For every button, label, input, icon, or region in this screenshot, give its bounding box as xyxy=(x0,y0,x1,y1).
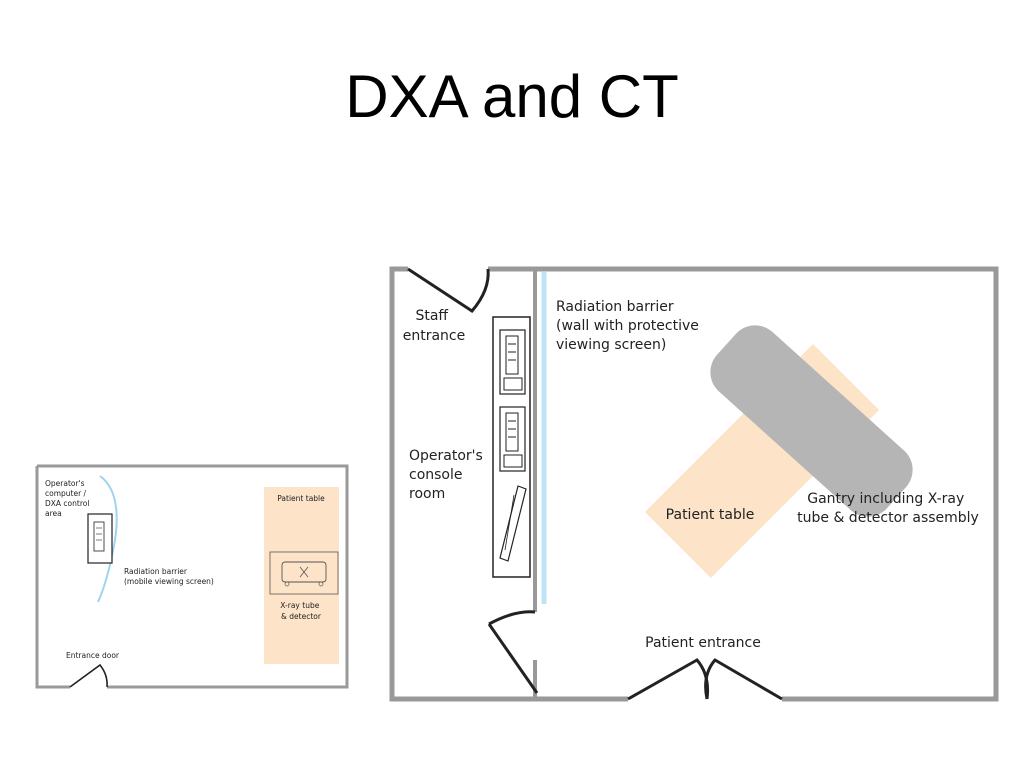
dxa-floor-plan: Operator's computer / DXA control area R… xyxy=(35,464,349,689)
ct-patient-door-right xyxy=(704,658,783,701)
ct-floor-plan: Staff entrance Radiation barrier (wall w… xyxy=(389,266,999,702)
ct-gantry-label: Gantry including X-ray tube & detector a… xyxy=(797,491,979,526)
dxa-entrance-door xyxy=(69,663,108,688)
ct-patient-table-label: Patient table xyxy=(666,507,755,523)
ct-radiation-barrier-label: Radiation barrier (wall with protective … xyxy=(556,299,703,353)
dxa-operator-console xyxy=(87,513,113,564)
dxa-radiation-barrier-label: Radiation barrier (mobile viewing screen… xyxy=(124,567,214,586)
ct-gantry xyxy=(710,325,913,517)
ct-console-door xyxy=(487,610,539,694)
ct-patient-entrance-label: Patient entrance xyxy=(645,635,761,651)
ct-staff-door xyxy=(407,267,490,313)
ct-walls xyxy=(389,266,999,702)
dxa-console-monitor xyxy=(93,521,105,552)
dxa-xray-label: X-ray tube & detector xyxy=(280,601,322,621)
dxa-walls xyxy=(35,464,349,689)
ct-console-room-label: Operator's console room xyxy=(409,448,487,502)
dxa-operator-area-label: Operator's computer / DXA control area xyxy=(45,479,92,518)
dxa-xray-tube xyxy=(281,561,327,583)
dxa-xray-frame xyxy=(269,551,339,595)
ct-staff-entrance-label: Staff entrance xyxy=(403,308,466,344)
dxa-entrance-label: Entrance door xyxy=(66,651,120,660)
ct-patient-door-left xyxy=(627,658,709,701)
dxa-patient-table-label: Patient table xyxy=(277,494,325,503)
dxa-radiation-barrier xyxy=(97,475,118,603)
slide-title: DXA and CT xyxy=(345,63,679,130)
